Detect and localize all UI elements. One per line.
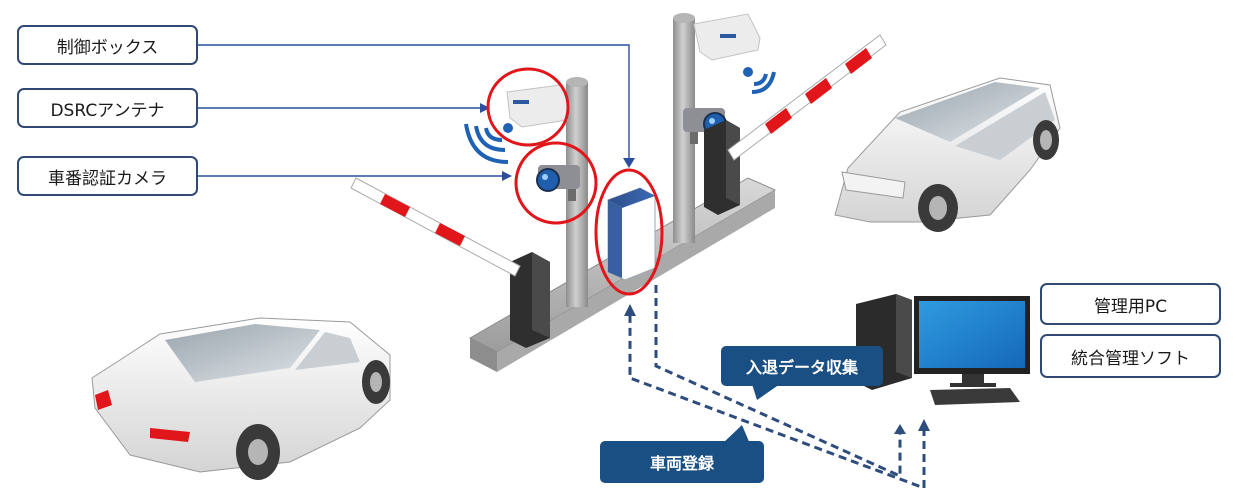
right-barrier-arm (727, 34, 887, 161)
control-box-leader (198, 44, 630, 162)
left-camera (536, 165, 580, 201)
highlight-circles (486, 67, 664, 296)
label-control-box-text: 制御ボックス (56, 37, 159, 58)
data-flow-arrows (628, 285, 926, 491)
label-management-pc: 管理用PC (1040, 283, 1221, 325)
callout-vehicle-registration: 車両登録 (600, 441, 764, 483)
left-dsrc-antenna (506, 84, 571, 128)
right-dsrc-antenna (693, 13, 761, 61)
left-car (91, 317, 391, 480)
left-barrier-arm (350, 177, 521, 277)
left-signal-waves (464, 123, 513, 164)
label-integrated-software: 統合管理ソフト (1040, 334, 1221, 378)
label-dsrc-antenna-text: DSRCアンテナ (50, 100, 165, 121)
outgoing-dashed-line (654, 285, 902, 479)
right-signal-waves (743, 67, 776, 94)
management-pc-illustration (856, 294, 1030, 405)
entry-exit-callout-pointer (752, 384, 780, 400)
leader-arrowheads (480, 103, 635, 181)
control-box-highlight (594, 168, 664, 296)
right-car (834, 77, 1061, 232)
left-barrier-housing (510, 252, 550, 348)
incoming-dashed-line (628, 314, 926, 491)
right-barrier-housing (704, 120, 740, 215)
camera-highlight (514, 141, 598, 225)
pc-keyboard (930, 388, 1020, 405)
callout-entry-exit-data: 入退データ収集 (721, 346, 883, 386)
callout-entry-exit-data-text: 入退データ収集 (745, 358, 858, 377)
label-dsrc-antenna: DSRCアンテナ (17, 88, 198, 128)
antenna-highlight (486, 67, 570, 147)
data-flow-arrowheads (624, 304, 930, 434)
label-integrated-software-text: 統合管理ソフト (1071, 348, 1190, 369)
leader-lines (198, 44, 630, 177)
registration-callout-pointer (722, 425, 750, 444)
label-vehicle-camera: 車番認証カメラ (17, 156, 198, 196)
label-control-box: 制御ボックス (17, 25, 198, 65)
control-box (607, 187, 656, 281)
label-vehicle-camera-text: 車番認証カメラ (48, 168, 167, 189)
label-management-pc-text: 管理用PC (1093, 296, 1168, 317)
callout-vehicle-registration-text: 車両登録 (649, 454, 714, 473)
left-pole (566, 77, 588, 307)
